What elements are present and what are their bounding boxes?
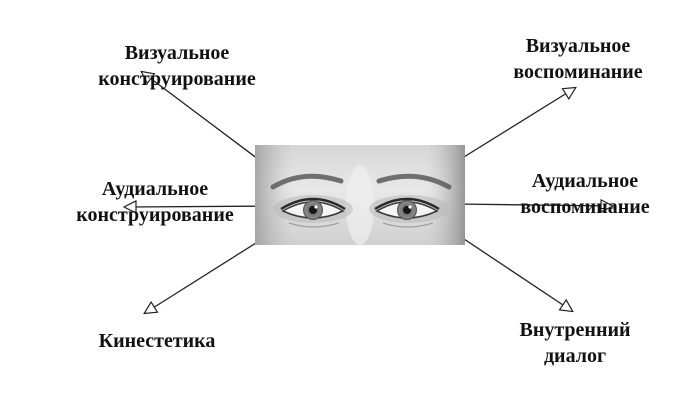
- label-visual-construction: Визуальное конструирование: [62, 40, 292, 92]
- label-visual-recall: Визуальное воспоминание: [478, 33, 678, 85]
- label-visual-recall-line2: воспоминание: [513, 61, 643, 83]
- label-auditory-construction-line2: конструирование: [76, 204, 234, 226]
- arrow-visual-construction: [142, 72, 263, 163]
- label-auditory-recall-line1: Аудиальное: [531, 170, 639, 192]
- label-kinesthetic: Кинестетика: [62, 328, 252, 354]
- label-visual-construction-line2: конструирование: [98, 68, 256, 90]
- label-auditory-recall: Аудиальное воспоминание: [480, 168, 690, 220]
- arrow-auditory-recall: [454, 204, 612, 206]
- label-visual-construction-line1: Визуальное: [124, 42, 230, 64]
- label-visual-recall-line1: Визуальное: [525, 35, 631, 57]
- label-auditory-recall-line2: воспоминание: [520, 196, 650, 218]
- label-inner-dialogue: Внутренний диалог: [490, 317, 660, 369]
- label-inner-dialogue-line1: Внутренний: [519, 319, 631, 341]
- label-auditory-construction: Аудиальное конструирование: [40, 176, 270, 228]
- eyes-photo: [255, 145, 465, 245]
- label-kinesthetic-line1: Кинестетика: [98, 330, 216, 352]
- arrow-visual-recall: [442, 88, 575, 171]
- label-auditory-construction-line1: Аудиальное: [101, 178, 209, 200]
- arrow-kinesthetic: [145, 230, 276, 313]
- label-inner-dialogue-line2: диалог: [543, 345, 607, 367]
